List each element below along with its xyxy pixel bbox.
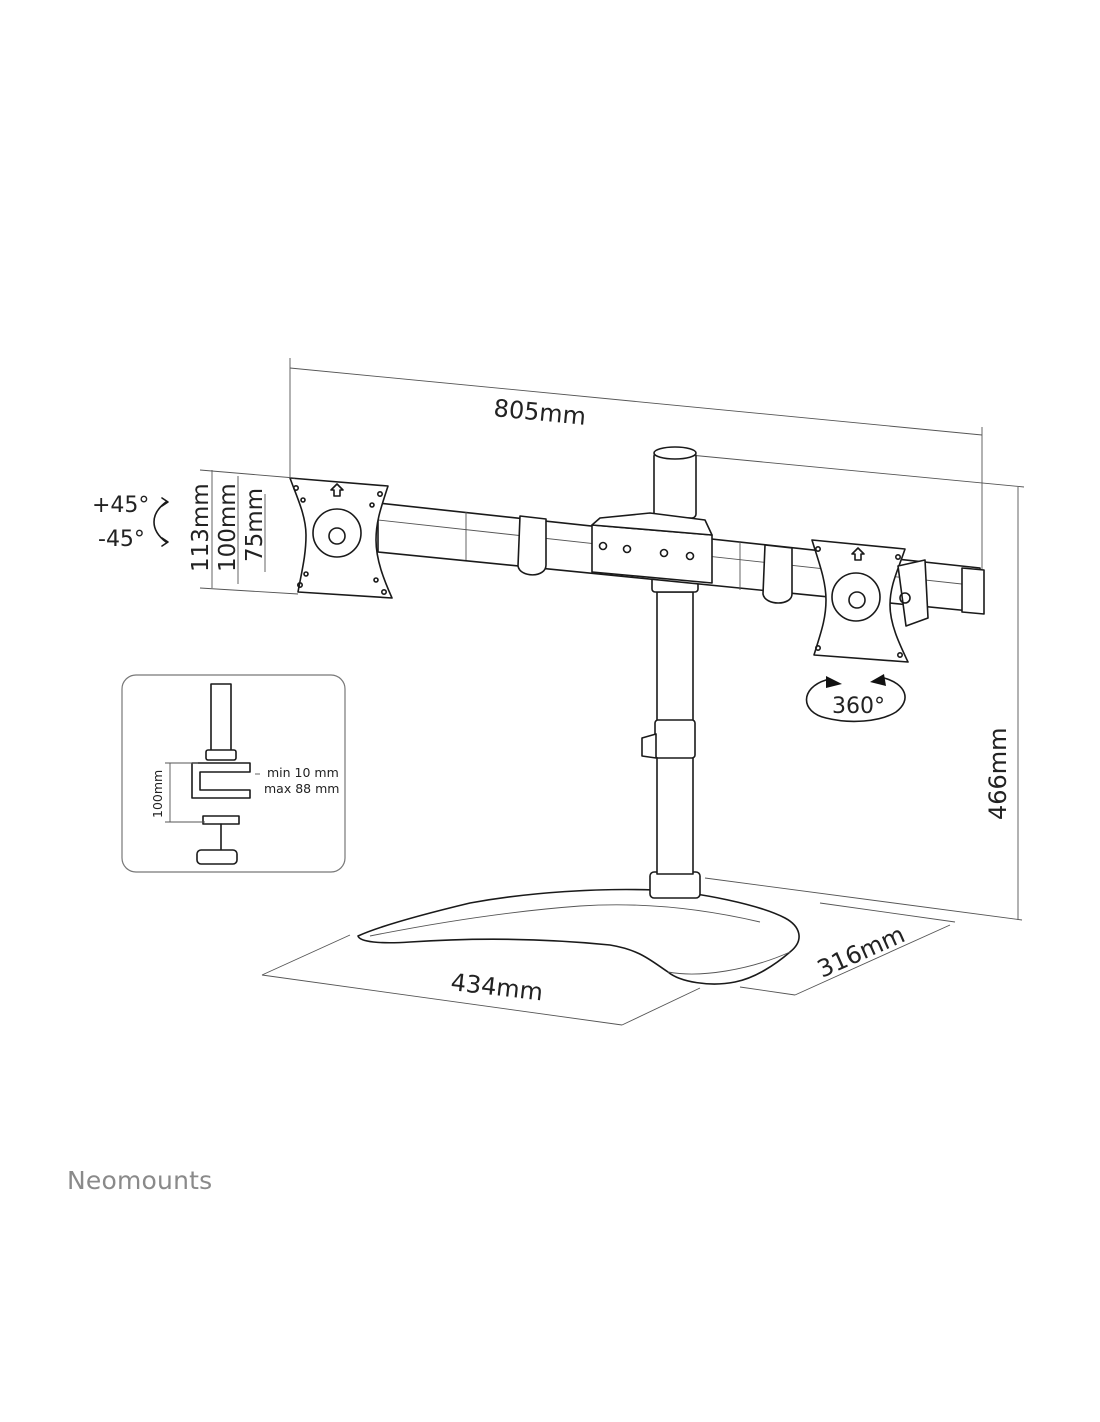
vesa-100-label: 100mm <box>215 483 241 572</box>
vesa-113-label: 113mm <box>188 483 214 572</box>
clamp-pole <box>210 683 232 757</box>
clamp-max-label: max 88 mm <box>264 781 339 796</box>
tilt-indicator: +45° -45° <box>92 493 169 552</box>
stand-pole <box>641 446 701 899</box>
clamp-inset: 100mm min 10 mm max 88 mm <box>121 674 346 873</box>
height-label: 466mm <box>984 727 1012 820</box>
rotation-label: 360° <box>832 694 885 719</box>
brand-logo: Neomounts <box>67 1166 213 1195</box>
clamp-height-label: 100mm <box>150 770 165 818</box>
tilt-down-label: -45° <box>98 527 145 552</box>
depth-label: 316mm <box>813 920 909 983</box>
tilt-arc-icon <box>153 501 167 543</box>
clamp-body <box>191 762 251 799</box>
stand-base <box>357 888 800 985</box>
clamp-min-label: min 10 mm <box>267 765 339 780</box>
width-label: 805mm <box>492 394 587 431</box>
vesa-dimension-lines: 113mm 100mm 75mm <box>188 469 299 595</box>
right-vesa-plate <box>811 539 929 663</box>
rotation-arc-icon <box>805 677 906 723</box>
tilt-up-label: +45° <box>92 493 149 518</box>
left-vesa-plate <box>289 477 393 599</box>
height-dimension-line: 466mm <box>689 454 1025 921</box>
vesa-75-label: 75mm <box>242 488 268 562</box>
clamp-knob <box>196 849 238 865</box>
base-width-label: 434mm <box>449 968 544 1006</box>
rotation-indicator: 360° <box>805 674 906 723</box>
